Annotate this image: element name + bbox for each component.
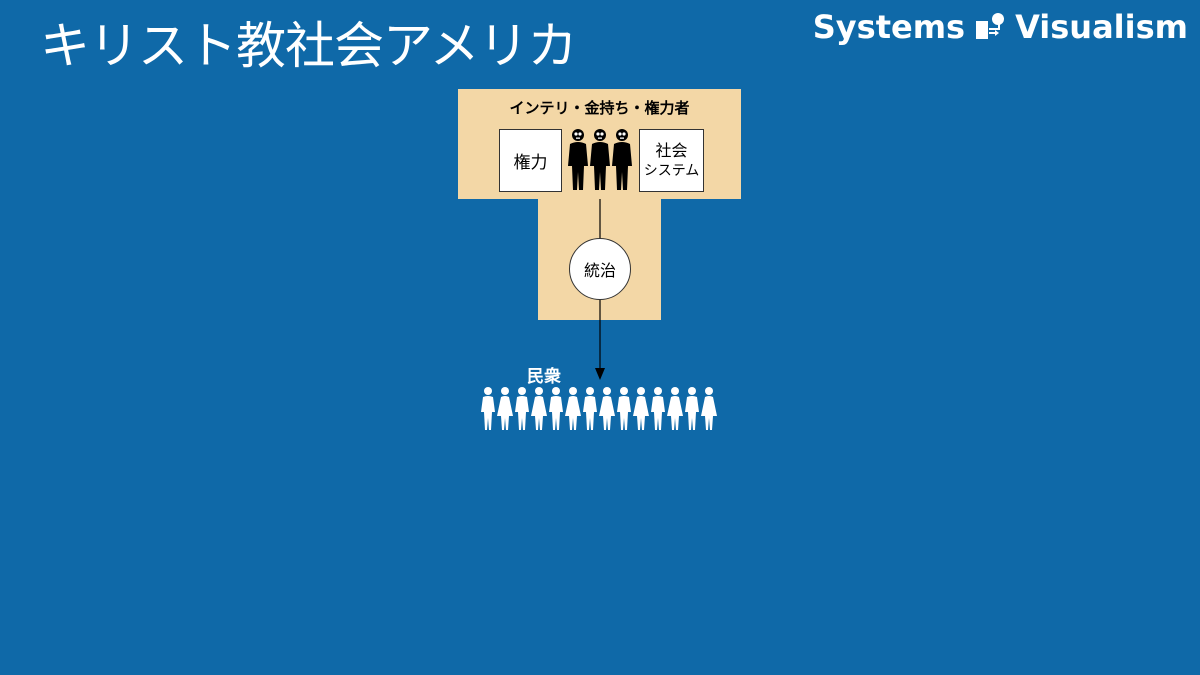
person-icon bbox=[481, 387, 495, 430]
person-icon bbox=[651, 387, 665, 430]
skull-people-icon bbox=[568, 129, 632, 190]
person-icon bbox=[701, 387, 717, 430]
person-icon bbox=[617, 387, 631, 430]
brand-logo: Systems Visualism bbox=[813, 8, 1188, 46]
person-icon-crowd bbox=[481, 387, 717, 430]
person-icon bbox=[497, 387, 513, 430]
people-label: 民衆 bbox=[527, 367, 561, 387]
systems-visualism-logo-icon bbox=[976, 13, 1005, 39]
social-system-box: 社会 システム bbox=[639, 129, 704, 192]
elite-label: インテリ・金持ち・権力者 bbox=[509, 99, 690, 117]
brand-left-text: Systems bbox=[812, 8, 966, 46]
person-icon bbox=[633, 387, 649, 430]
person-icon bbox=[549, 387, 563, 430]
person-icon bbox=[685, 387, 699, 430]
govern-node: 統治 bbox=[569, 238, 631, 300]
social-system-label-1: 社会 bbox=[655, 140, 688, 160]
social-system-label-2: システム bbox=[643, 162, 700, 179]
person-icon bbox=[667, 387, 683, 430]
brand-right-text: Visualism bbox=[1015, 8, 1188, 46]
power-box-label: 権力 bbox=[513, 153, 548, 173]
person-icon bbox=[583, 387, 597, 430]
page-title: キリスト教社会アメリカ bbox=[40, 17, 577, 75]
person-icon bbox=[565, 387, 581, 430]
person-icon bbox=[599, 387, 615, 430]
person-icon bbox=[515, 387, 529, 430]
govern-label: 統治 bbox=[583, 261, 616, 280]
person-icon bbox=[531, 387, 547, 430]
power-box: 権力 bbox=[499, 129, 562, 192]
